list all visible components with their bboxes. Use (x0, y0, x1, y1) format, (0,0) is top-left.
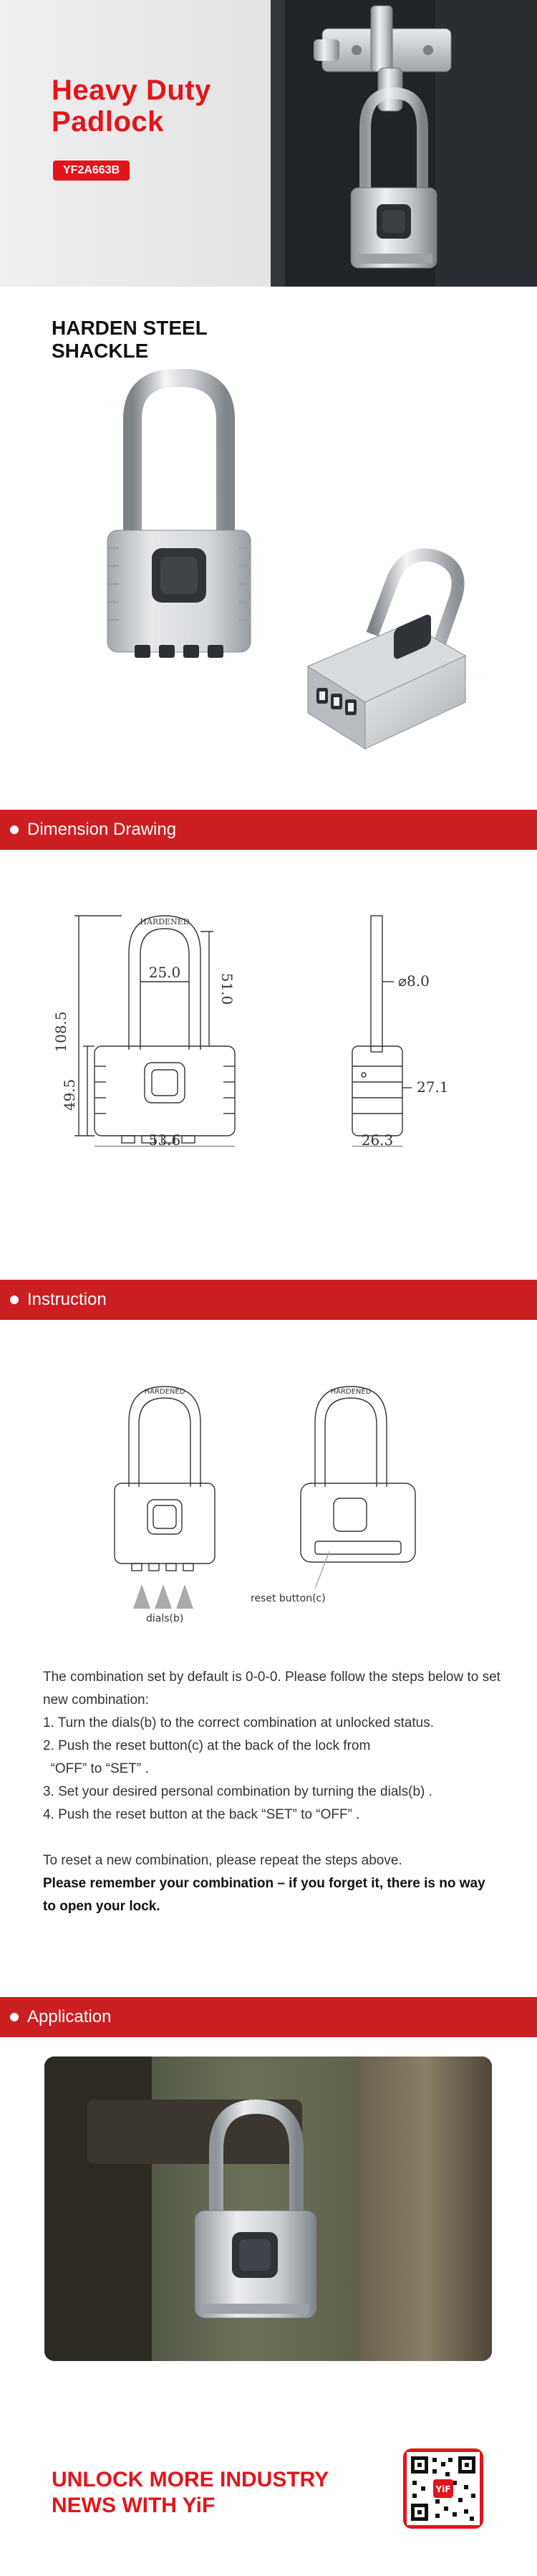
hero-title-line1: Heavy Duty (52, 75, 211, 106)
feature-title: HARDEN STEEL SHACKLE (52, 317, 266, 363)
instruction-stamp-back: HARDENED (331, 1388, 372, 1396)
hero-banner: Heavy Duty Padlock YF2A663B (0, 0, 537, 287)
dials-label: dials(b) (146, 1613, 183, 1624)
step-2: 2. Push the reset button(c) at the back … (43, 1738, 371, 1776)
dim-shackle-clearance: 51.0 (218, 973, 236, 1005)
section-bar-instruction: Instruction (0, 1280, 537, 1320)
dim-depth: 27.1 (417, 1078, 449, 1096)
hero-photo (271, 0, 537, 287)
dim-shackle-dia: ⌀8.0 (398, 972, 430, 990)
dim-thickness: 26.3 (362, 1131, 394, 1146)
footer: UNLOCK MORE INDUSTRY NEWS WITH YiF (0, 2418, 537, 2576)
section-title-application: Application (27, 2007, 112, 2026)
instruction-text: The combination set by default is 0-0-0.… (43, 1666, 501, 1918)
bullet-dot (10, 1296, 19, 1304)
reset-note: To reset a new combination, please repea… (43, 1853, 402, 1868)
instruction-stamp-front: HARDENED (145, 1388, 185, 1396)
dimension-drawing: HARDENED 108.5 49.5 25.0 51.0 53.6 ⌀8.0 … (52, 915, 449, 1146)
dim-body-height: 49.5 (61, 1079, 78, 1111)
section-bar-dimension: Dimension Drawing (0, 810, 537, 850)
spacer (43, 1826, 501, 1849)
bullet-dot (10, 2013, 19, 2021)
warning-text: Please remember your combination – if yo… (43, 1876, 489, 1914)
footer-title-line1: UNLOCK MORE INDUSTRY (52, 2468, 329, 2491)
padlock-front-image (107, 369, 251, 658)
qr-code-graphic: YiF (407, 2452, 480, 2525)
feature-title-line1: HARDEN STEEL (52, 317, 208, 339)
footer-title-line2: NEWS WITH YiF (52, 2494, 216, 2517)
feature-title-line2: SHACKLE (52, 340, 149, 362)
section-bar-application: Application (0, 1997, 537, 2037)
qr-logo-text: YiF (435, 2484, 451, 2494)
application-photo (44, 2057, 492, 2361)
section-title-instruction: Instruction (27, 1290, 107, 1309)
hasp-padlock-photo (271, 0, 537, 287)
hero-title: Heavy Duty Padlock (52, 75, 266, 138)
section-title-dimension: Dimension Drawing (27, 820, 177, 839)
hero-title-line2: Padlock (52, 106, 164, 138)
dim-inner-width: 25.0 (149, 964, 181, 981)
hero-text-panel: Heavy Duty Padlock YF2A663B (0, 0, 271, 287)
footer-title: UNLOCK MORE INDUSTRY NEWS WITH YiF (52, 2467, 338, 2519)
dim-body-width: 53.6 (149, 1131, 181, 1146)
gate-padlock-photo (44, 2057, 492, 2361)
step-4: 4. Push the reset button at the back “SE… (43, 1807, 360, 1822)
step-1: 1. Turn the dials(b) to the correct comb… (43, 1715, 435, 1730)
dim-total-height: 108.5 (52, 1011, 69, 1052)
shackle-stamp: HARDENED (140, 917, 189, 927)
intro-text: The combination set by default is 0-0-0.… (43, 1670, 505, 1708)
step-3: 3. Set your desired personal combination… (43, 1784, 432, 1799)
padlock-angle-image (306, 548, 467, 750)
model-badge: YF2A663B (53, 161, 130, 181)
bullet-dot (10, 825, 19, 834)
instruction-diagram: HARDENED HARDENED dials(b) reset button(… (114, 1386, 416, 1624)
reset-button-label: reset button(c) (251, 1593, 326, 1604)
qr-code[interactable]: YiF (403, 2448, 483, 2529)
